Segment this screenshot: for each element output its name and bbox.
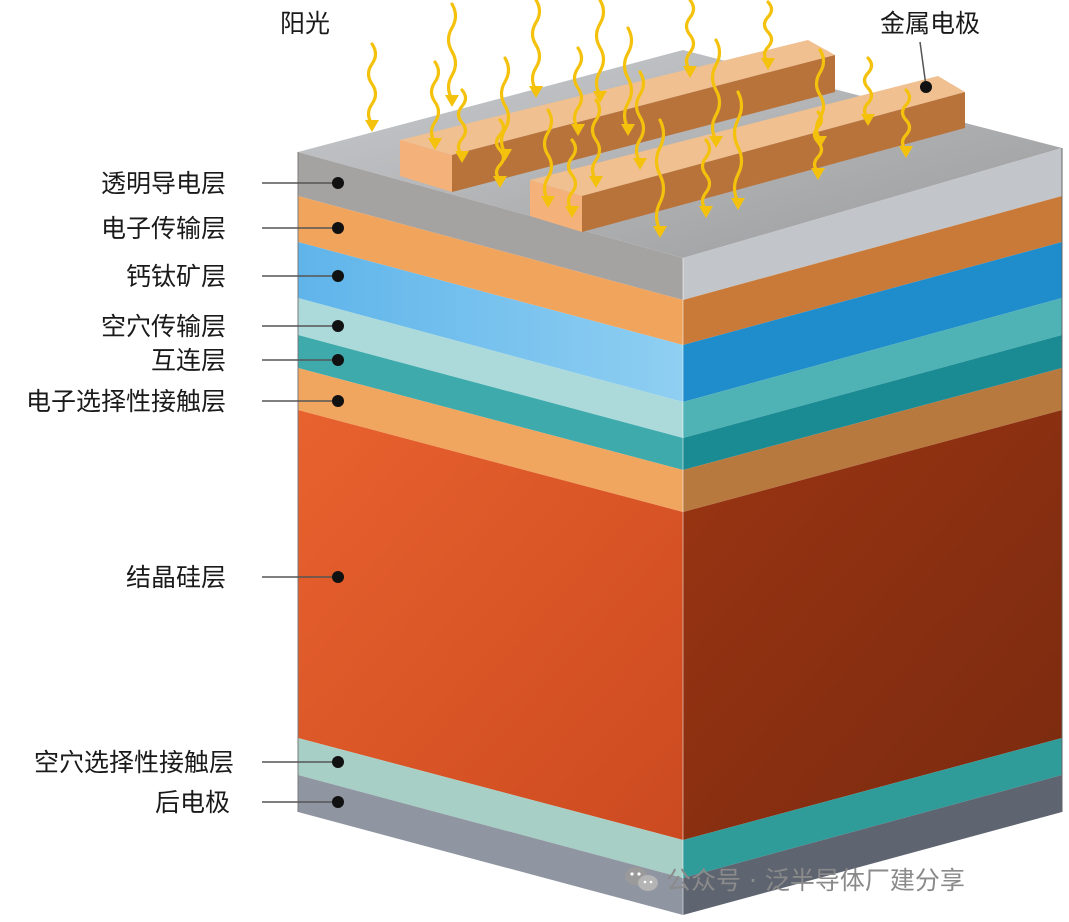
sun-ray-arrowhead [653, 226, 667, 238]
label-sunlight: 阳光 [280, 9, 330, 38]
layer-interconnect-front [298, 335, 683, 470]
layer-electron-selective-front [298, 368, 683, 512]
layer-crystalline-silicon-side [683, 410, 1062, 840]
label-transparent-conductive: 透明导电层 [101, 169, 226, 198]
sun-ray-arrowhead [493, 176, 507, 188]
sun-ray [446, 2, 458, 101]
watermark-text: 公众号 · 泛半导体厂建分享 [666, 866, 965, 895]
layer-electron-transport-front [298, 196, 683, 345]
sun-ray-arrowhead [709, 136, 723, 148]
marker-dot [332, 395, 344, 407]
sun-ray-arrowhead [571, 124, 585, 136]
sun-ray-arrowhead [541, 196, 555, 208]
label-perovskite: 钙钛矿层 [126, 262, 226, 291]
layer-hole-selective-side [683, 738, 1062, 878]
sun-ray [594, 0, 606, 97]
sun-ray-arrowhead [811, 168, 825, 180]
sun-ray [456, 88, 468, 157]
metal-bar-2-side [582, 92, 965, 232]
layer-perovskite-front [298, 242, 683, 402]
layer-hole-transport-front [298, 298, 683, 438]
sun-ray-arrowhead [633, 158, 647, 170]
label-crystalline-silicon: 结晶硅层 [126, 563, 226, 592]
metal-bar-2-front [530, 180, 582, 232]
marker-dot [332, 320, 344, 332]
sun-ray [814, 48, 826, 142]
sunlight-rays [365, 0, 913, 238]
marker-dot [332, 796, 344, 808]
label-electron-selective: 电子选择性接触层 [26, 387, 226, 416]
wechat-icon [625, 867, 658, 891]
layer-electron-transport-side [683, 196, 1062, 345]
marker-dot [332, 177, 344, 189]
layer-interconnect-side [683, 335, 1062, 470]
sun-ray [654, 118, 666, 232]
sun-ray [684, 0, 696, 72]
layer-electron-selective-side [683, 368, 1062, 512]
sun-ray-arrowhead [445, 95, 459, 107]
sun-ray-arrowhead [565, 206, 579, 218]
layer-back-electrode-front [298, 775, 683, 915]
sun-ray [499, 56, 511, 155]
metal-bar-1-front [400, 140, 452, 192]
sun-ray-arrowhead [731, 198, 745, 210]
marker-dot [332, 756, 344, 768]
metal-bar-1-top [400, 40, 835, 155]
sun-ray-arrowhead [455, 151, 469, 163]
sun-ray [710, 38, 722, 142]
watermark: 公众号 · 泛半导体厂建分享 [625, 866, 965, 895]
sun-ray-arrowhead [365, 120, 379, 132]
sun-ray-arrowhead [529, 86, 543, 98]
sun-ray-arrowhead [761, 58, 775, 70]
layer-crystalline-silicon-front [298, 410, 683, 840]
marker-dot [920, 81, 932, 93]
sun-ray-arrowhead [899, 146, 913, 158]
label-leaders [262, 41, 932, 808]
label-electron-transport: 电子传输层 [101, 214, 226, 243]
layer-transparent-conductive-side [683, 148, 1062, 300]
marker-dot [332, 270, 344, 282]
marker-dot [332, 571, 344, 583]
label-hole-transport: 空穴传输层 [101, 312, 226, 341]
sun-ray [566, 138, 578, 212]
sun-ray [494, 118, 506, 182]
marker-dot [332, 222, 344, 234]
sun-ray [622, 26, 634, 130]
sun-ray-arrowhead [589, 176, 603, 188]
label-back-electrode: 后电极 [155, 788, 230, 817]
sun-ray-arrowhead [683, 66, 697, 78]
label-interconnect: 互连层 [151, 346, 226, 375]
sun-ray [590, 98, 602, 182]
layer-hole-transport-side [683, 298, 1062, 438]
sun-ray [812, 110, 824, 174]
label-hole-selective: 空穴选择性接触层 [34, 748, 234, 777]
sun-ray [900, 88, 912, 152]
sun-ray-arrowhead [428, 138, 442, 150]
sun-ray-arrowhead [621, 124, 635, 136]
sun-ray [862, 56, 874, 120]
sun-ray [732, 90, 744, 204]
layer-back-electrode-side [683, 775, 1062, 915]
sun-ray [634, 70, 646, 164]
sun-ray-arrowhead [861, 114, 875, 126]
sun-ray-arrowhead [593, 91, 607, 103]
sun-ray [429, 60, 441, 144]
sun-ray [762, 0, 774, 64]
layer-labels: 阳光 金属电极 透明导电层 电子传输层 钙钛矿层 空穴传输层 互连层 电子选择性… [26, 9, 980, 817]
label-metal-electrode: 金属电极 [880, 9, 980, 38]
marker-dot [332, 354, 344, 366]
layer-perovskite-side [683, 242, 1062, 402]
layer-hole-selective-front [298, 738, 683, 878]
sun-ray [530, 0, 542, 92]
sun-ray-arrowhead [699, 206, 713, 218]
sun-ray [366, 42, 378, 126]
sun-ray [700, 138, 712, 212]
layer-stack [297, 50, 1063, 915]
layer-transparent-conductive-front [298, 152, 683, 300]
sun-ray [542, 108, 554, 202]
sun-ray [572, 46, 584, 130]
